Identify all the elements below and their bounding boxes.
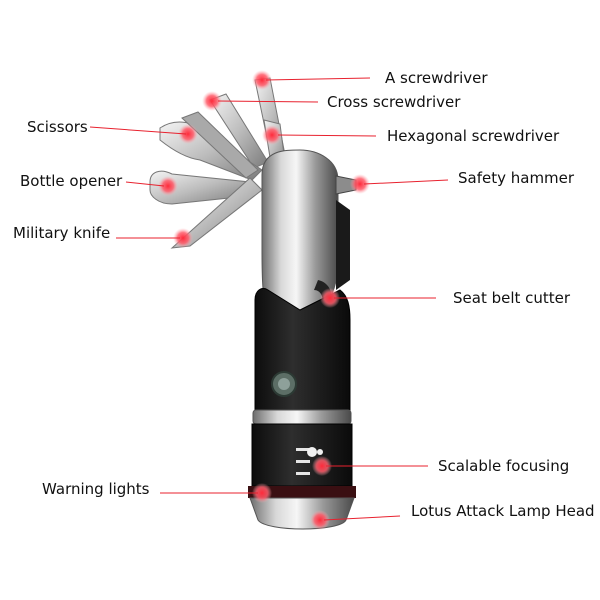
label-lotus-attack-lamp-head: Lotus Attack Lamp Head — [411, 502, 595, 520]
leader-lines — [89, 77, 449, 521]
label-military-knife: Military knife — [13, 224, 111, 242]
label-bottle-opener: Bottle opener — [20, 172, 123, 190]
marker-lotus-attack-lamp-head — [310, 510, 330, 530]
rubber-grip — [254, 287, 351, 411]
marker-bottle-opener — [158, 176, 178, 196]
label-a-screwdriver: A screwdriver — [385, 69, 488, 87]
marker-scissors — [178, 124, 198, 144]
label-seat-belt-cutter: Seat belt cutter — [453, 289, 571, 307]
label-hexagonal-screwdriver: Hexagonal screwdriver — [387, 127, 560, 145]
marker-safety-hammer — [350, 174, 370, 194]
label-safety-hammer: Safety hammer — [458, 169, 575, 187]
focus-head — [248, 423, 356, 530]
label-cross-screwdriver: Cross screwdriver — [327, 93, 461, 111]
label-warning-lights: Warning lights — [42, 480, 150, 498]
marker-military-knife — [173, 228, 193, 248]
silver-ring — [252, 409, 352, 425]
marker-hexagonal-screwdriver — [262, 125, 282, 145]
hotspot-markers — [158, 70, 370, 530]
marker-seat-belt-cutter — [320, 288, 340, 308]
marker-warning-lights — [252, 483, 272, 503]
marker-a-screwdriver — [252, 70, 272, 90]
label-scissors: Scissors — [27, 118, 88, 136]
marker-scalable-focusing — [312, 456, 332, 476]
marker-cross-screwdriver — [202, 91, 222, 111]
label-scalable-focusing: Scalable focusing — [438, 457, 570, 475]
